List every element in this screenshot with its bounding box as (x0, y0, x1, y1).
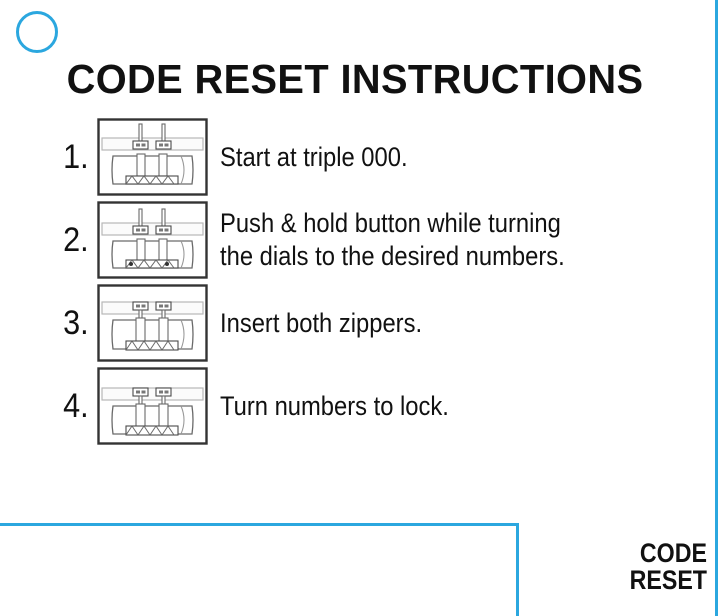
brand-wordmark: CODE RESET (595, 540, 707, 594)
lock-diagram-locked-icon (97, 367, 208, 445)
lock-diagram-zippers-out-icon (97, 118, 208, 196)
step-text: Turn numbers to lock. (220, 367, 634, 445)
list-item: 1. (0, 118, 700, 201)
step-number: 4. (63, 386, 89, 425)
list-item: 2. (0, 201, 700, 284)
step-text: Push & hold button while turning the dia… (220, 201, 634, 279)
lock-diagram-zippers-inserted-icon (97, 284, 208, 362)
brand-wordmark-line1: CODE (639, 538, 707, 568)
steps-list: 1. (0, 118, 700, 450)
step-text-line: Turn numbers to lock. (220, 391, 449, 421)
lock-diagram-dials-turning-icon (97, 201, 208, 279)
step-text-line: Start at triple 000. (220, 142, 408, 172)
step-text-line: Push & hold button while turning (220, 208, 561, 238)
step-number: 1. (63, 137, 89, 176)
step-text-line: the dials to the desired numbers. (220, 241, 565, 271)
list-item: 4. (0, 367, 700, 450)
step-text: Insert both zippers. (220, 284, 634, 362)
step-text: Start at triple 000. (220, 118, 634, 196)
frame-vertical-rule (516, 523, 519, 616)
frame-right-rule (715, 0, 718, 616)
list-item: 3. (0, 284, 700, 367)
page-title: CODE RESET INSTRUCTIONS (66, 56, 644, 102)
brand-circle-icon (16, 11, 58, 53)
step-number: 2. (63, 220, 89, 259)
frame-horizontal-rule (0, 523, 519, 526)
step-number: 3. (63, 303, 89, 342)
step-text-line: Insert both zippers. (220, 308, 423, 338)
brand-wordmark-line2: RESET (629, 565, 707, 595)
